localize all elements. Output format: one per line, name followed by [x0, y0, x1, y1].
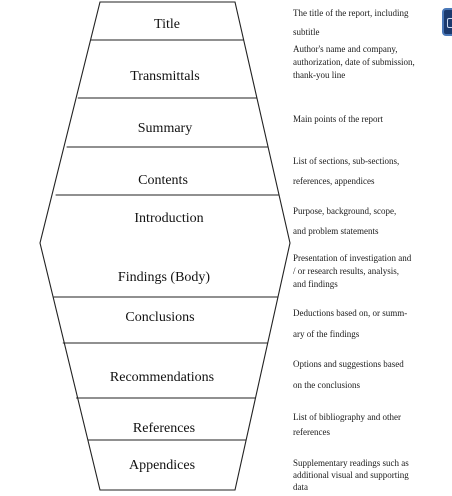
- corner-app-icon[interactable]: [442, 8, 452, 36]
- section-recommendations: Recommendations: [110, 370, 214, 385]
- section-contents: Contents: [138, 173, 188, 188]
- section-conclusions: Conclusions: [125, 310, 194, 325]
- section-introduction: Introduction: [134, 211, 203, 226]
- section-findings: Findings (Body): [118, 270, 211, 285]
- section-appendices: Appendices: [129, 458, 195, 473]
- section-transmittals: Transmittals: [130, 69, 200, 84]
- hexagon-outline: [39, 1, 291, 491]
- section-references: References: [133, 421, 195, 436]
- section-summary: Summary: [138, 121, 192, 136]
- section-title: Title: [154, 17, 180, 32]
